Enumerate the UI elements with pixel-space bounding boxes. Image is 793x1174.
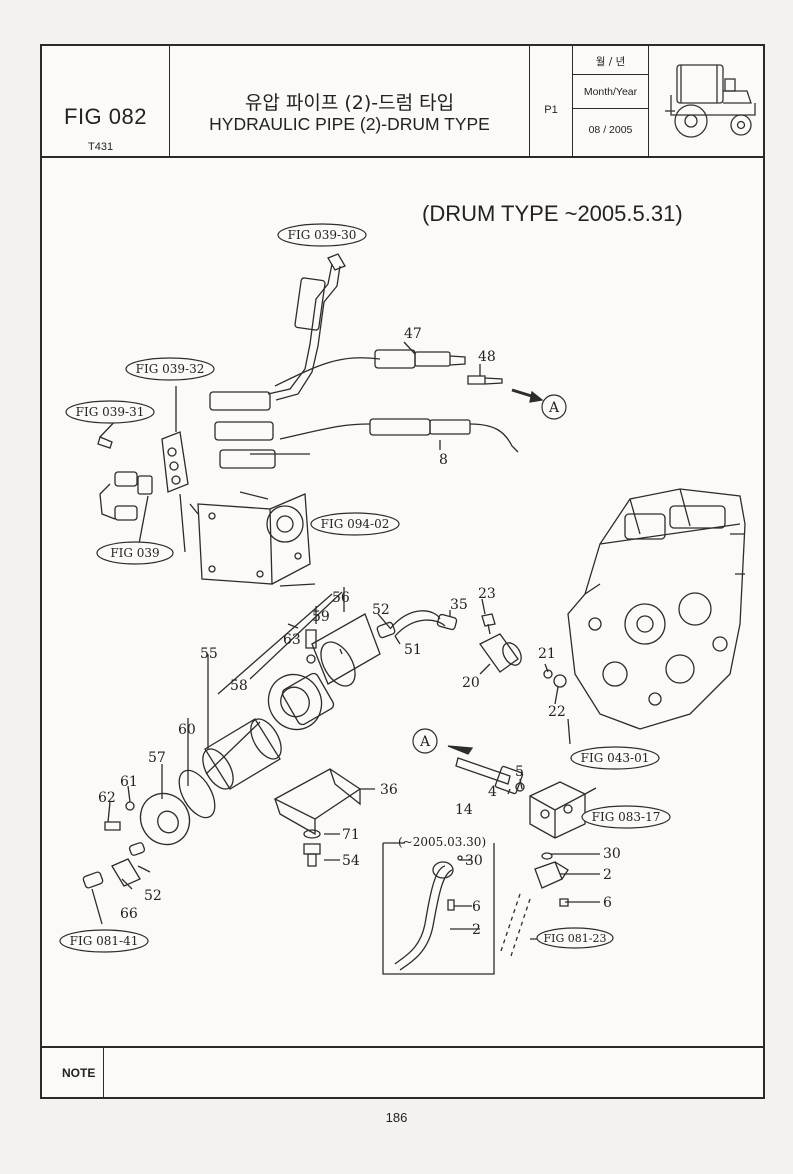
part-5: 5 bbox=[515, 764, 524, 780]
page-number: 186 bbox=[385, 1110, 408, 1125]
inset-label: (~2005.03.30) bbox=[398, 835, 486, 849]
ref-fig-081-23: FIG 081-23 bbox=[544, 932, 607, 945]
ref-fig-039-30: FIG 039-30 bbox=[288, 228, 357, 242]
part-30: 30 bbox=[603, 846, 621, 862]
ref-fig-039-31: FIG 039-31 bbox=[76, 405, 145, 419]
part-52-upper: 52 bbox=[372, 602, 390, 618]
part-2-inset: 2 bbox=[472, 922, 481, 938]
part-59: 59 bbox=[312, 609, 330, 625]
page-code-cell: P1 bbox=[530, 46, 573, 156]
title-korean: 유압 파이프 (2)-드럼 타입 bbox=[244, 92, 455, 114]
part-57: 57 bbox=[148, 750, 166, 766]
part-22: 22 bbox=[548, 704, 566, 720]
part-6-inset: 6 bbox=[472, 899, 481, 915]
page-frame: FIG 082 T431 유압 파이프 (2)-드럼 타입 HYDRAULIC … bbox=[40, 44, 765, 1099]
title-block: FIG 082 T431 유압 파이프 (2)-드럼 타입 HYDRAULIC … bbox=[42, 46, 763, 158]
note-row: NOTE bbox=[42, 1046, 763, 1099]
ref-fig-094-02: FIG 094-02 bbox=[321, 517, 390, 531]
exploded-parts-diagram: (DRUM TYPE ~2005.5.31) FIG 039-30 FIG 03… bbox=[59, 201, 746, 975]
part-21: 21 bbox=[538, 646, 556, 662]
part-55: 55 bbox=[200, 646, 218, 662]
fig-number-cell: FIG 082 T431 bbox=[42, 46, 170, 156]
ref-fig-039: FIG 039 bbox=[110, 546, 159, 560]
part-52-lower: 52 bbox=[144, 888, 162, 904]
part-58: 58 bbox=[230, 678, 248, 694]
part-4: 4 bbox=[488, 784, 497, 800]
callout-a-bottom: A bbox=[419, 734, 431, 750]
date-label-korean: 월 / 년 bbox=[595, 56, 626, 68]
ref-fig-081-41: FIG 081-41 bbox=[70, 934, 139, 948]
part-36: 36 bbox=[380, 782, 398, 798]
title-cell: 유압 파이프 (2)-드럼 타입 HYDRAULIC PIPE (2)-DRUM… bbox=[170, 46, 530, 156]
part-48: 48 bbox=[478, 349, 496, 365]
part-30-inset: 30 bbox=[465, 853, 483, 869]
fig-number: FIG 082 bbox=[64, 104, 147, 129]
tractor-cell bbox=[649, 46, 763, 156]
page-code: P1 bbox=[544, 104, 558, 116]
part-8: 8 bbox=[439, 452, 448, 468]
date-value: 08 / 2005 bbox=[588, 124, 633, 136]
part-20: 20 bbox=[462, 675, 480, 691]
date-cell: 월 / 년 Month/Year 08 / 2005 bbox=[573, 46, 649, 156]
part-51: 51 bbox=[404, 642, 422, 658]
part-62: 62 bbox=[98, 790, 116, 806]
part-14: 14 bbox=[455, 802, 473, 818]
part-56: 56 bbox=[332, 590, 350, 606]
drum-type-note: (DRUM TYPE ~2005.5.31) bbox=[422, 201, 683, 226]
part-6: 6 bbox=[603, 895, 612, 911]
tractor-icon bbox=[665, 64, 756, 138]
part-2: 2 bbox=[603, 867, 612, 883]
ref-fig-039-32: FIG 039-32 bbox=[136, 362, 205, 376]
note-label: NOTE bbox=[42, 1048, 104, 1099]
part-71: 71 bbox=[342, 827, 360, 843]
title-english: HYDRAULIC PIPE (2)-DRUM TYPE bbox=[209, 114, 490, 134]
part-61: 61 bbox=[120, 774, 138, 790]
part-66: 66 bbox=[120, 906, 138, 922]
part-47: 47 bbox=[404, 326, 422, 342]
callout-a-top: A bbox=[548, 400, 560, 416]
part-63: 63 bbox=[283, 632, 301, 648]
date-label-english: Month/Year bbox=[583, 86, 638, 98]
part-35: 35 bbox=[450, 597, 468, 613]
model-code: T431 bbox=[88, 141, 114, 153]
ref-fig-083-17: FIG 083-17 bbox=[592, 810, 661, 824]
part-54: 54 bbox=[342, 853, 360, 869]
part-60: 60 bbox=[178, 722, 196, 738]
ref-fig-043-01: FIG 043-01 bbox=[581, 751, 650, 765]
part-23: 23 bbox=[478, 586, 496, 602]
